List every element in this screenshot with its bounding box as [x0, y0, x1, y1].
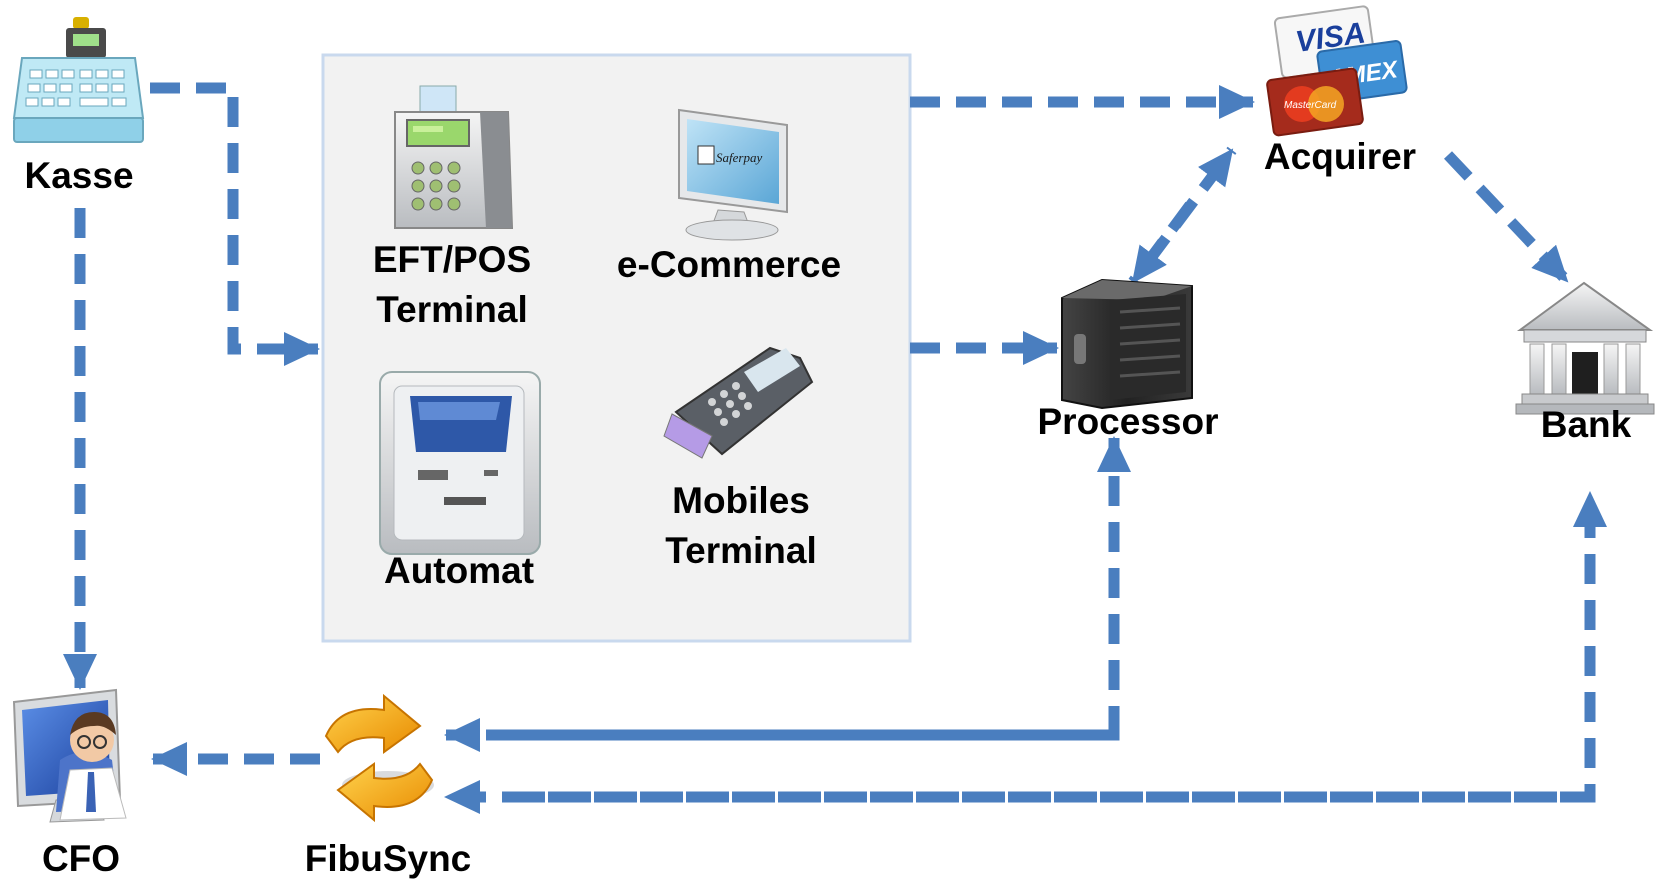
bank-label: Bank — [1541, 404, 1632, 445]
cfo-label: CFO — [42, 838, 120, 879]
fibusync-label: FibuSync — [305, 838, 472, 879]
eft-pos-label-line2: Terminal — [376, 289, 527, 330]
cfo-person-at-monitor-icon — [12, 688, 127, 823]
server-tower-icon — [1061, 278, 1193, 410]
arrow-acquirer-to-bank — [1444, 151, 1571, 285]
fibusync-sync-icon — [324, 693, 434, 823]
saferpay-logo-text: Saferpay — [716, 150, 762, 165]
ecommerce-label: e-Commerce — [617, 244, 841, 285]
flow-arrows — [63, 82, 1607, 814]
eft-pos-terminal-icon — [394, 85, 514, 229]
ecommerce-monitor-icon: Saferpay — [678, 108, 788, 241]
mobile-terminal-icon — [663, 346, 814, 459]
bank-building-icon — [1515, 281, 1655, 415]
atm-machine-icon — [379, 371, 541, 555]
arrow-kasse-to-terminals — [150, 82, 320, 366]
acquirer-label: Acquirer — [1264, 136, 1416, 177]
kasse-label: Kasse — [24, 155, 133, 196]
mobile-terminal-label-line1: Mobiles — [672, 480, 810, 521]
arrow-acquirer-to-processor — [1128, 201, 1195, 286]
credit-cards-icon: VISA AMEX MasterCard — [1266, 5, 1408, 137]
eft-pos-label-line1: EFT/POS — [373, 239, 531, 280]
mastercard-logo-text: MasterCard — [1284, 100, 1337, 111]
automat-label: Automat — [384, 550, 534, 591]
processor-label: Processor — [1038, 401, 1219, 442]
cash-register-icon — [12, 17, 145, 143]
mobile-terminal-label-line2: Terminal — [665, 530, 816, 571]
